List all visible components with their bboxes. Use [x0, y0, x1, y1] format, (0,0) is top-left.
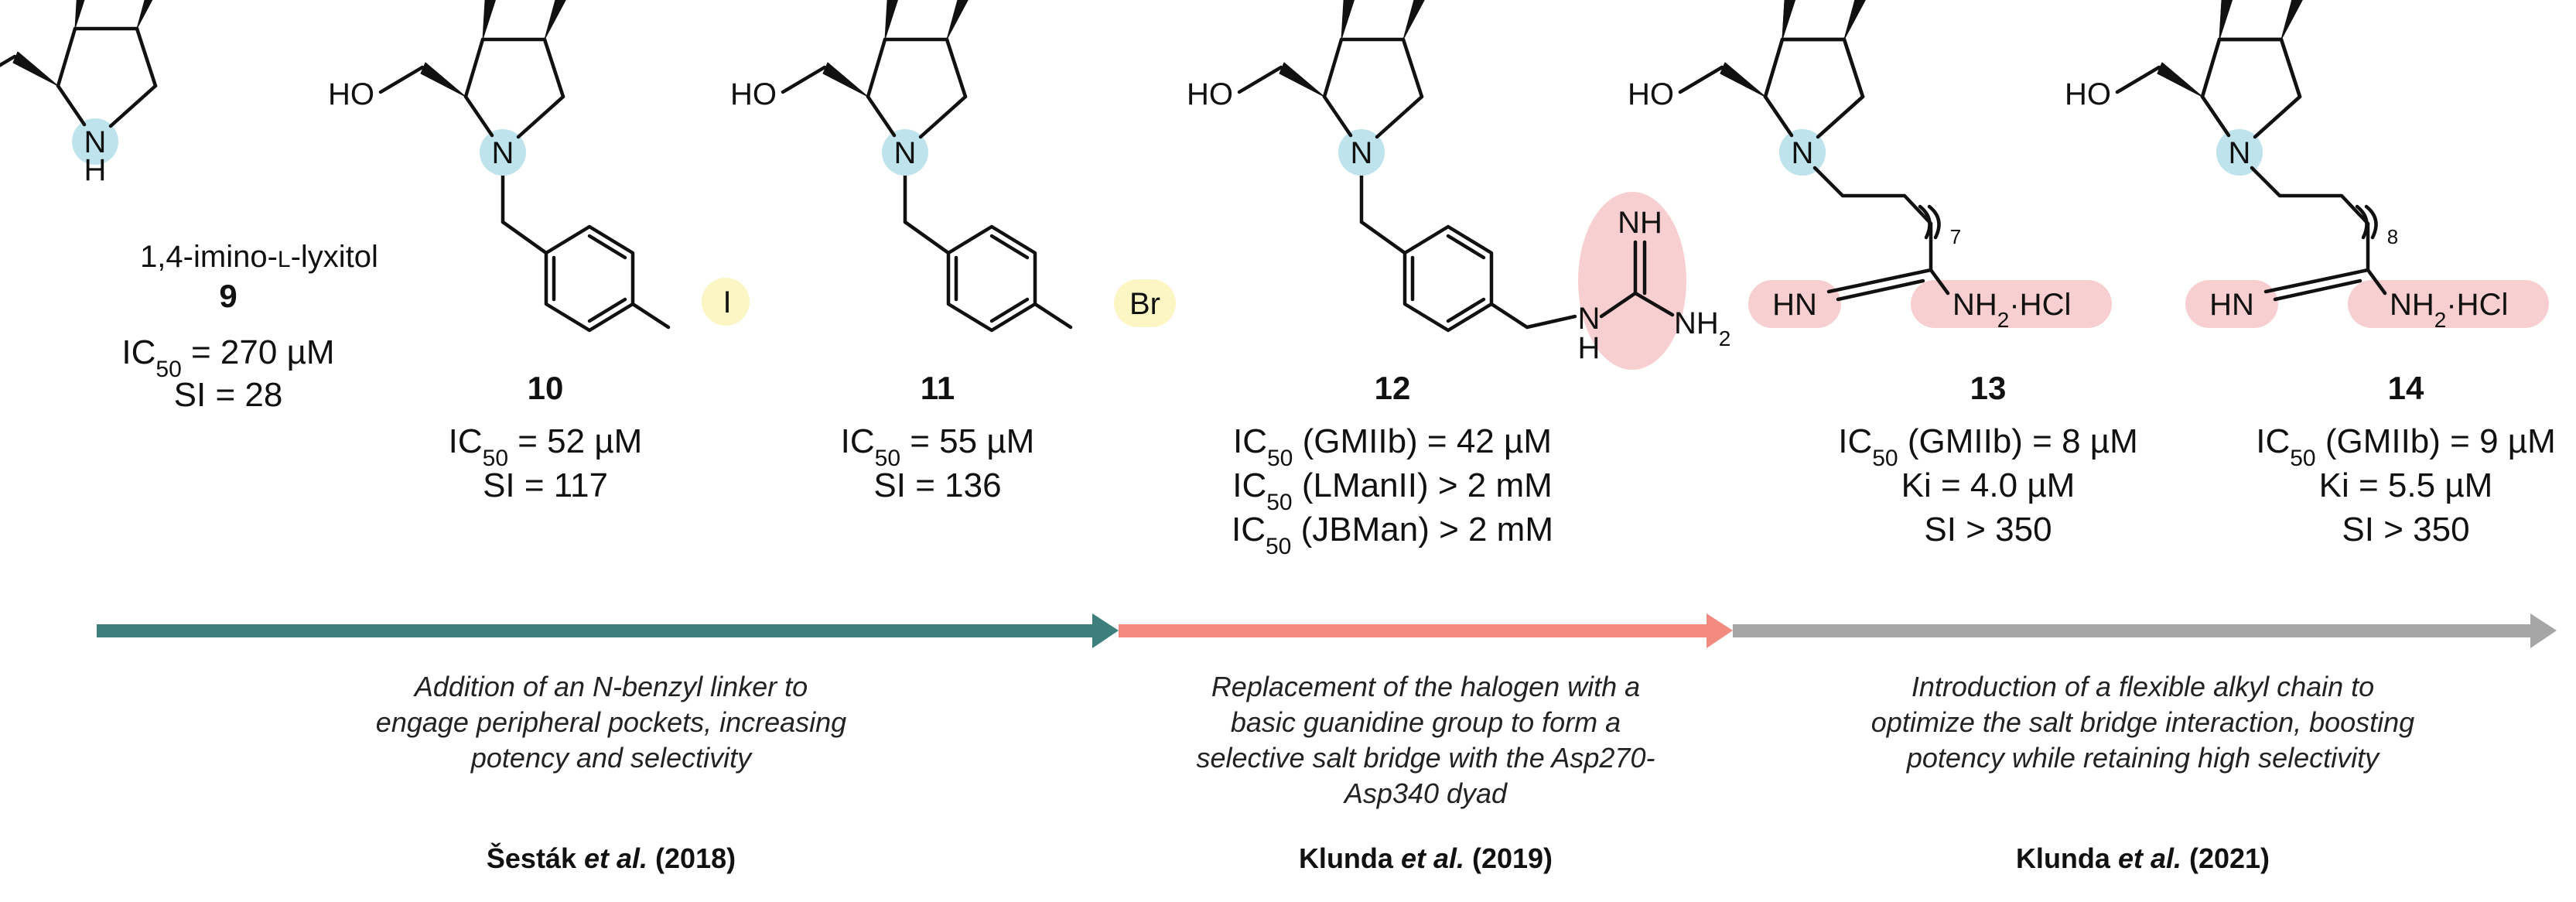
benzyl-linker-10	[503, 173, 668, 330]
hydroxymethyl-group: HO	[1187, 77, 1233, 111]
compound-stat-13: SI > 350	[1924, 511, 2052, 548]
timeline-arrow-shaft-2	[1119, 624, 1710, 637]
repeat-count-13: 7	[1950, 225, 1961, 248]
hydrogen-atom: H	[84, 153, 107, 187]
benzyl-linker-12	[1361, 173, 1527, 330]
pyrrolidine-core-9: NHHOOHHO	[0, 0, 199, 187]
alkyl-chain-13	[1812, 166, 1933, 226]
compound-stat-14: Ki = 5.5 µM	[2319, 466, 2493, 504]
nitrogen-atom: N	[894, 136, 917, 170]
benzyl-linker-11	[905, 173, 1071, 330]
compound-number-9: 9	[219, 278, 237, 314]
iodine-atom: I	[723, 285, 731, 319]
pyrrolidine-core-11: NHOOHHO	[730, 0, 1009, 176]
amidine-hn-highlight	[1748, 280, 1841, 328]
amino-nh2: NH2	[1674, 306, 1730, 350]
hydroxymethyl-group: HO	[1628, 77, 1674, 111]
guanidine-nh-h: H	[1578, 331, 1601, 365]
iodine-highlight	[702, 278, 750, 326]
amidine-nh2-highlight	[1911, 280, 2112, 328]
hydroxymethyl-group: HO	[730, 77, 777, 111]
repeat-bracket	[2364, 204, 2378, 240]
amidine-hn-highlight	[2185, 280, 2278, 328]
compound-name-9: 1,4-imino-L-lyxitol	[140, 240, 378, 274]
compound-number-14: 14	[2388, 370, 2424, 406]
pyrrolidine-core-12: NHOOHHO	[1187, 0, 1465, 176]
compound-stat-12: IC50 (GMIIb) = 42 µM	[1233, 422, 1552, 471]
amidine-hn: HN	[1772, 288, 1817, 322]
compound-stat-10: SI = 117	[483, 466, 608, 504]
timeline-arrow-shaft-1	[97, 624, 1095, 637]
stage-description-3: potency while retaining high selectivity	[1906, 742, 2380, 774]
nitrogen-atom: N	[84, 125, 107, 159]
stage-description-1: engage peripheral pockets, increasing	[376, 706, 846, 738]
nitrogen-atom: N	[1792, 136, 1814, 170]
stage-description-2: basic guanidine group to form a	[1231, 706, 1621, 738]
nitrogen-atom: N	[1351, 136, 1373, 170]
compound-stat-12: IC50 (JBMan) > 2 mM	[1232, 511, 1553, 559]
amidine-nh2-highlight	[2348, 280, 2549, 328]
stage-description-3: Introduction of a flexible alkyl chain t…	[1912, 671, 2374, 702]
compound-stat-14: SI > 350	[2342, 511, 2469, 548]
repeat-bracket	[1927, 204, 1941, 240]
stage-description-1: potency and selectivity	[470, 742, 753, 774]
guanidine-n: N	[1578, 302, 1601, 336]
hydroxymethyl-group: HO	[2065, 77, 2111, 111]
stage-reference-2: Klunda et al. (2019)	[1299, 842, 1553, 874]
nitrogen-atom: N	[492, 136, 514, 170]
compound-stat-13: IC50 (GMIIb) = 8 µM	[1838, 422, 2138, 471]
bromine-highlight	[1114, 279, 1176, 327]
compound-number-11: 11	[921, 370, 955, 406]
compound-stat-11: IC50 = 55 µM	[841, 422, 1035, 471]
stage-reference-3: Klunda et al. (2021)	[2016, 842, 2270, 874]
stage-description-2: Asp340 dyad	[1343, 777, 1508, 809]
timeline-arrow-shaft-3	[1733, 624, 2533, 637]
repeat-bracket	[1918, 204, 1932, 240]
nitrogen-atom: N	[2229, 136, 2251, 170]
stage-reference-1: Šesták et al. (2018)	[487, 842, 736, 874]
compound-number-13: 13	[1970, 370, 2007, 406]
repeat-bracket	[2355, 204, 2369, 240]
compound-stat-9: IC50 = 270 µM	[121, 333, 334, 382]
compound-stat-12: IC50 (LManII) > 2 mM	[1232, 466, 1553, 515]
compound-stat-11: SI = 136	[873, 466, 1001, 504]
stage-description-2: selective salt bridge with the Asp270-	[1197, 742, 1655, 774]
pyrrolidine-core-13: NHOOHHO	[1628, 0, 1906, 176]
bromine-atom: Br	[1129, 287, 1160, 321]
compound-stat-13: Ki = 4.0 µM	[1901, 466, 2075, 504]
stage-description-3: optimize the salt bridge interaction, bo…	[1871, 706, 2414, 738]
guanidine-highlight	[1578, 192, 1686, 370]
timeline-arrowhead-3	[2530, 613, 2557, 648]
pyrrolidine-core-14: NHOOHHO	[2065, 0, 2343, 176]
repeat-count-14: 8	[2387, 225, 2398, 248]
stage-description-1: Addition of an N-benzyl linker to	[413, 671, 808, 702]
compound-stat-14: IC50 (GMIIb) = 9 µM	[2256, 422, 2556, 471]
compound-stat-10: IC50 = 52 µM	[449, 422, 643, 471]
compound-number-10: 10	[528, 370, 564, 406]
hydroxymethyl-group: HO	[328, 77, 374, 111]
amidine-hn: HN	[2209, 288, 2254, 322]
timeline-arrowhead-1	[1092, 613, 1119, 648]
compound-stat-9: SI = 28	[174, 376, 283, 414]
imine-nh: NH	[1618, 206, 1662, 240]
pyrrolidine-core-10: NHOOHHO	[328, 0, 606, 176]
alkyl-chain-14	[2250, 166, 2370, 226]
compound-number-12: 12	[1375, 370, 1411, 406]
stage-description-2: Replacement of the halogen with a	[1211, 671, 1640, 702]
timeline-arrowhead-2	[1707, 613, 1733, 648]
